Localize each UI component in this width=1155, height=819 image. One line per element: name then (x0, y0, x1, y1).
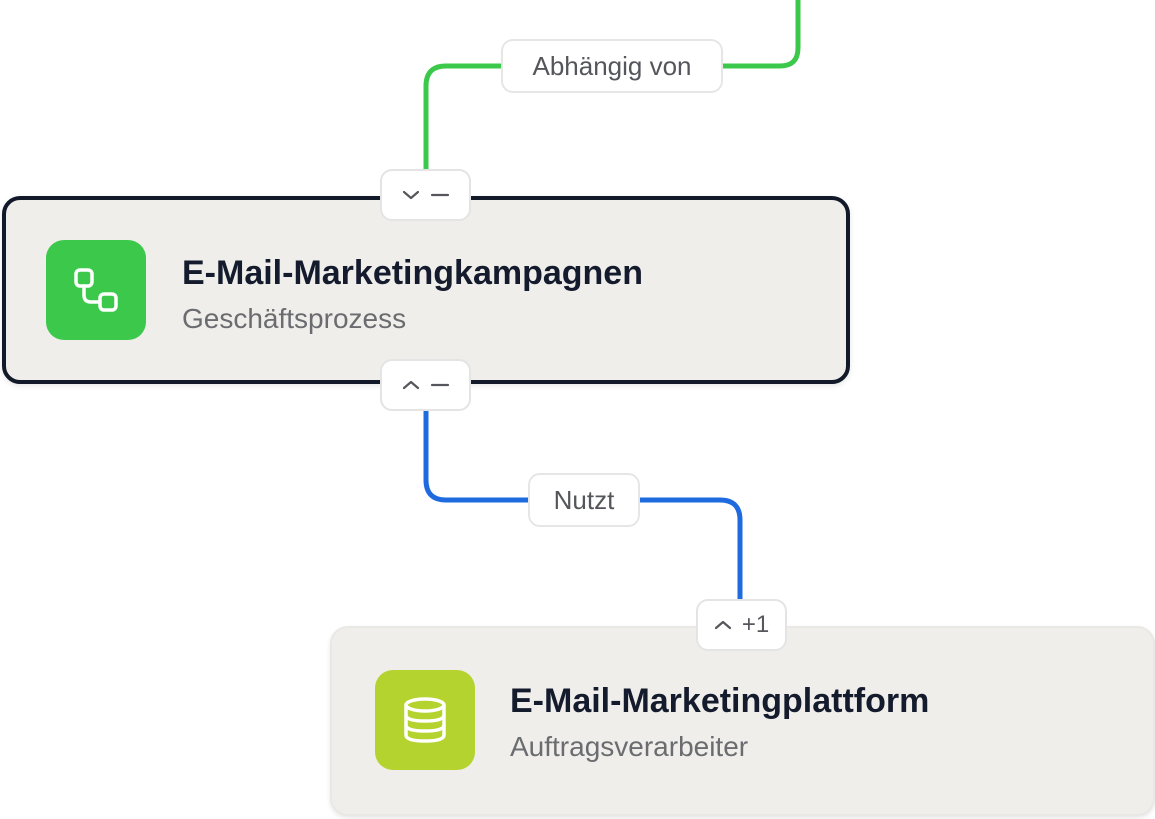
minus-icon (430, 383, 449, 387)
process-icon (46, 240, 146, 340)
node-title: E-Mail-Marketingkampagnen (182, 254, 643, 292)
node-email-platform-top-handle[interactable]: +1 (696, 599, 787, 651)
node-email-platform[interactable]: E-Mail-Marketingplattform Auftragsverarb… (330, 626, 1155, 816)
node-email-campaigns-bottom-handle[interactable] (380, 359, 471, 411)
minus-icon (430, 193, 449, 197)
node-title: E-Mail-Marketingplattform (510, 682, 930, 720)
chevron-up-icon (402, 380, 419, 390)
chevron-down-icon (402, 190, 419, 200)
edge-label-depends-on[interactable]: Abhängig von (501, 39, 723, 93)
node-subtitle: Auftragsverarbeiter (510, 731, 749, 762)
connection-count: +1 (741, 611, 770, 638)
node-subtitle: Geschäftsprozess (182, 303, 407, 334)
node-email-campaigns-top-handle[interactable] (380, 169, 471, 221)
database-icon (375, 670, 475, 770)
chevron-up-icon (714, 620, 731, 630)
edge-label-uses[interactable]: Nutzt (528, 473, 640, 527)
node-email-campaigns[interactable]: E-Mail-Marketingkampagnen Geschäftsproze… (2, 196, 850, 384)
